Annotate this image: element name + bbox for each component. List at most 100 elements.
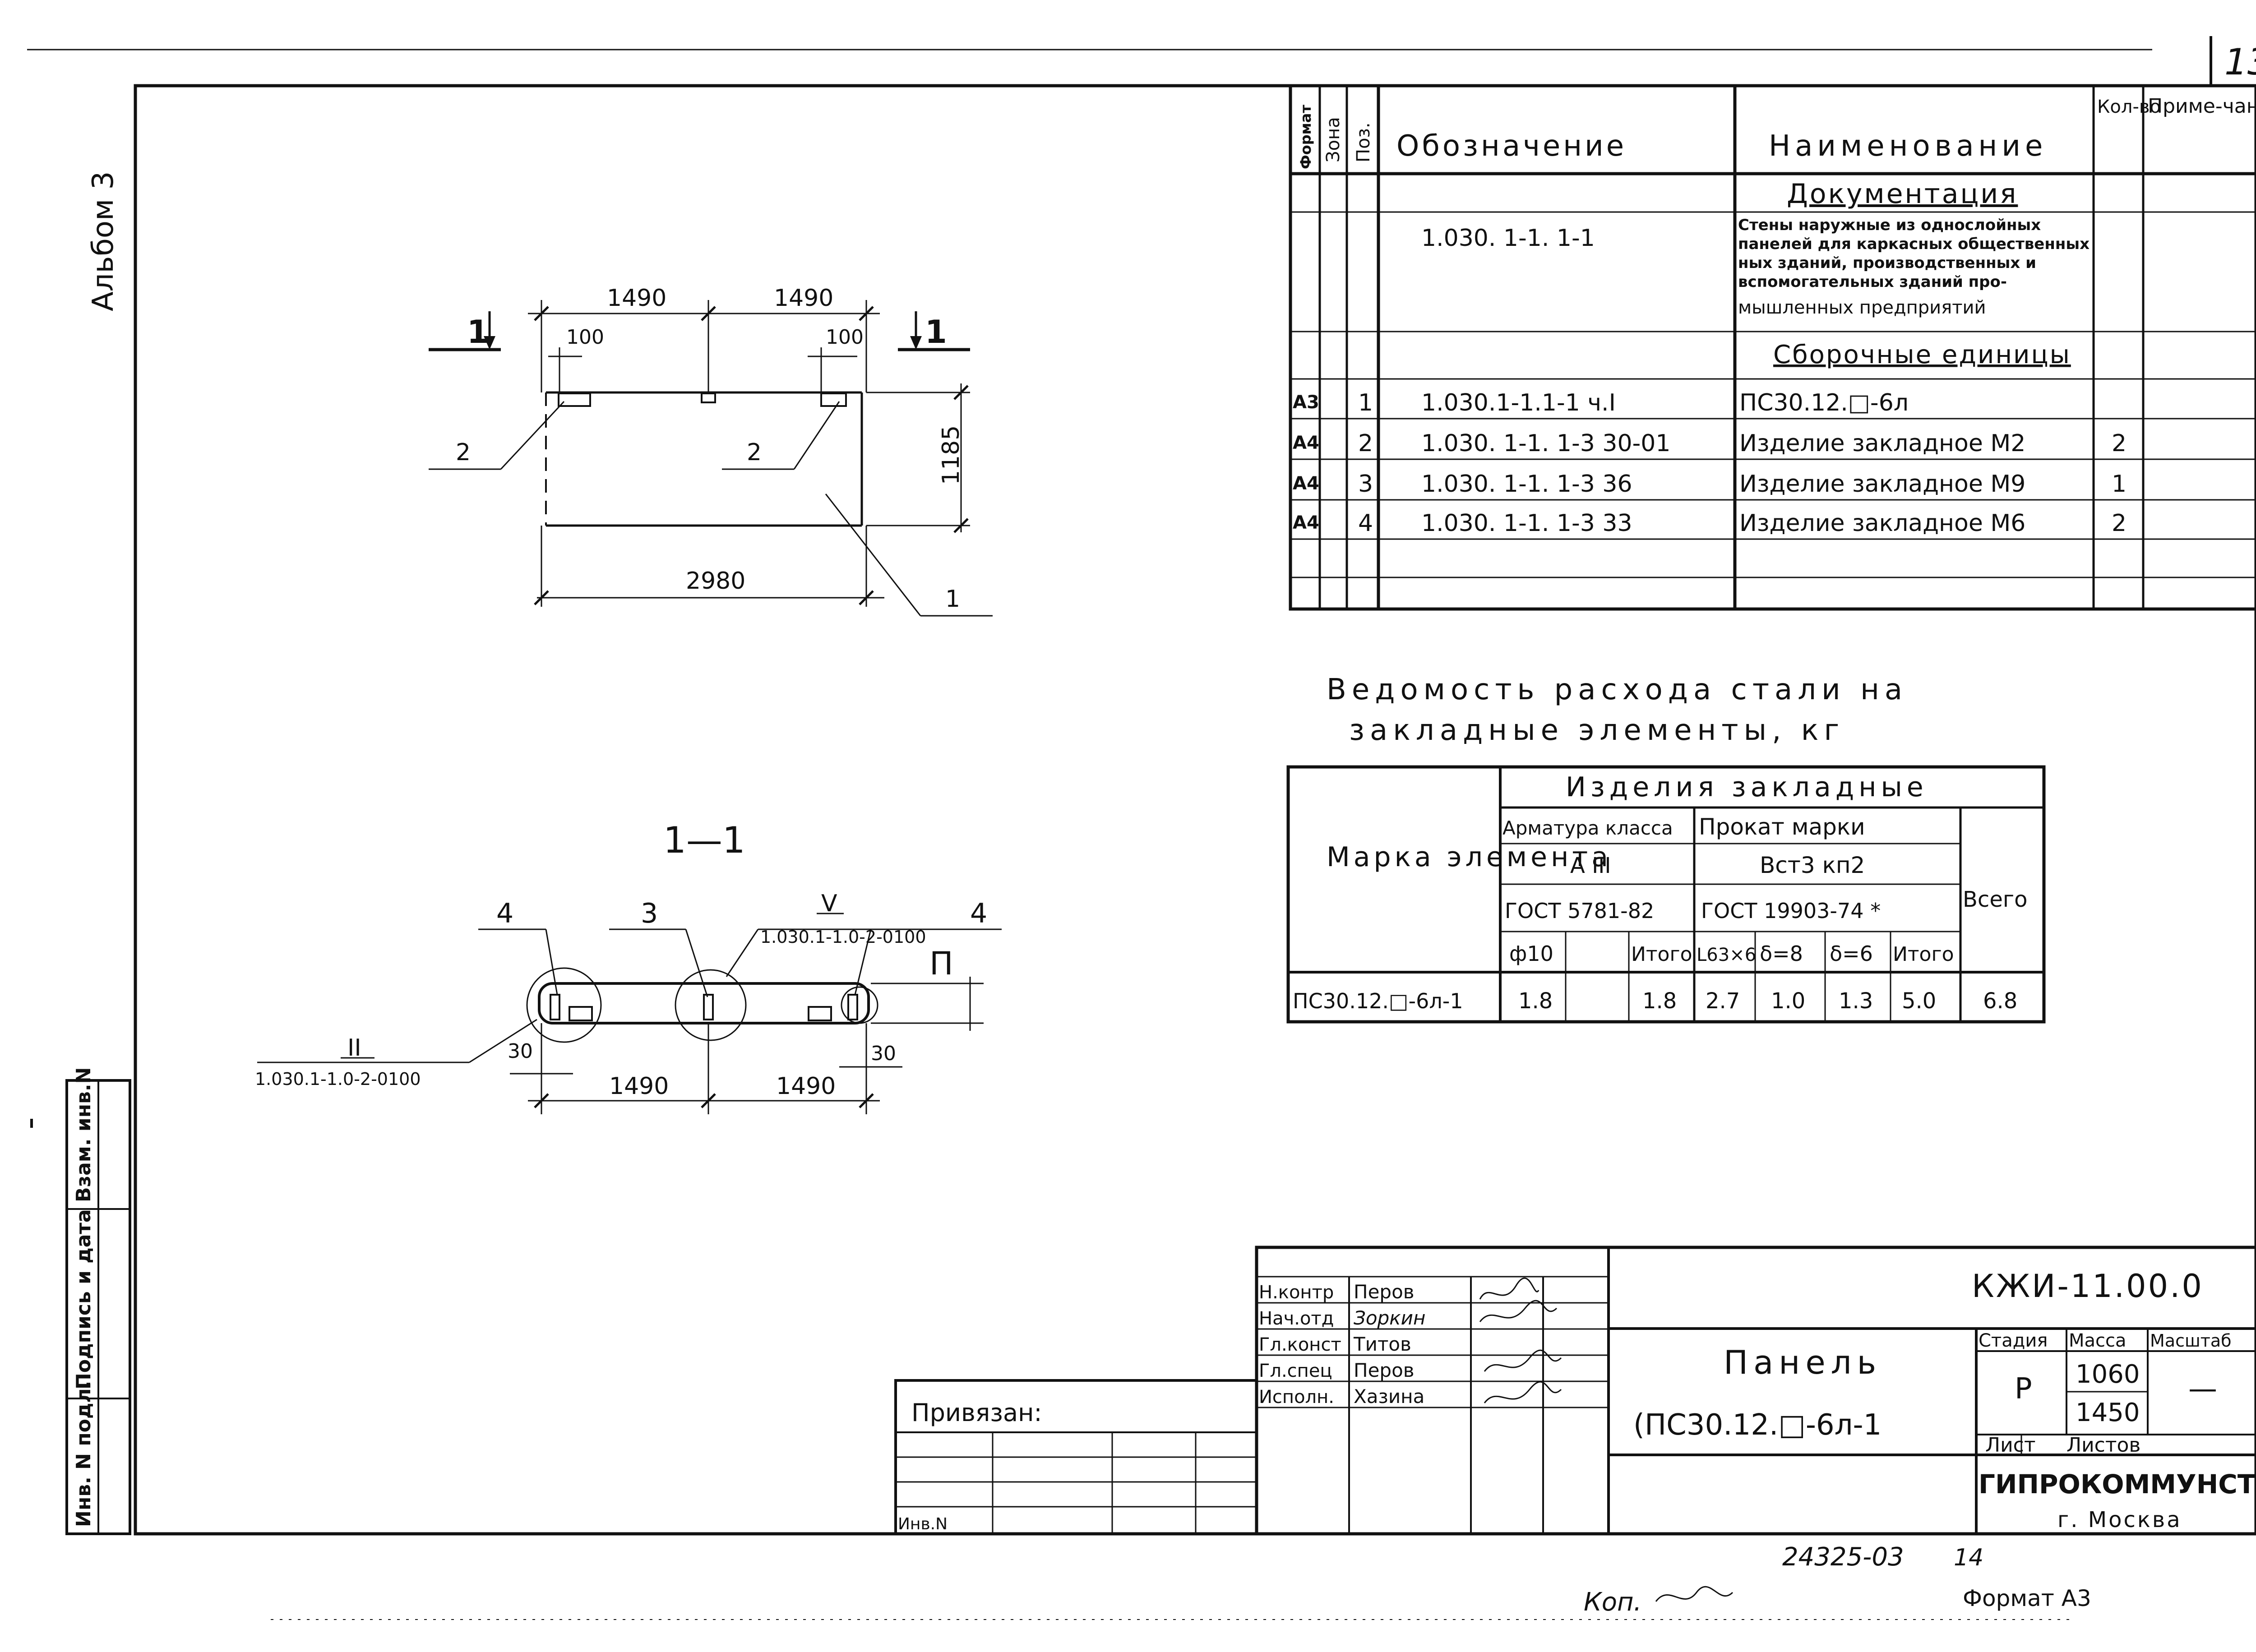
plan-dim-height: 1185 bbox=[938, 425, 965, 485]
title-block: Н.контр Нач.отд Гл.конст Гл.спец Исполн.… bbox=[1255, 1246, 2256, 1536]
steel-h-rolled-gost: ГОСТ 19903-74 * bbox=[1701, 899, 1881, 923]
page-number: 13 bbox=[2224, 41, 2256, 83]
embedded-item-3-plan bbox=[701, 392, 716, 403]
stamp-name: Перов bbox=[1354, 1359, 1415, 1381]
section-callout-3: 3 bbox=[641, 898, 658, 929]
signature-1 bbox=[1479, 1277, 1539, 1300]
spec-doc-name-2: панелей для каркасных общественных bbox=[1738, 235, 2090, 253]
spec-h-note: Приме-чание bbox=[2148, 95, 2256, 118]
steel-row-d6: 1.3 bbox=[1839, 988, 1873, 1014]
plan-dim-right-offset: 100 bbox=[826, 326, 864, 349]
spec-doc-name-1: Стены наружные из однослойных bbox=[1738, 216, 2041, 234]
stamp-mass-1: 1060 bbox=[2076, 1360, 2140, 1389]
stamp-title: Панель bbox=[1724, 1343, 1882, 1381]
node-v-roman: V bbox=[821, 890, 837, 917]
stamp-scale: — bbox=[2188, 1372, 2217, 1406]
stamp-role: Исполн. bbox=[1259, 1387, 1334, 1407]
spec-row: А4 3 1.030. 1-1. 1-3 36 Изделие закладно… bbox=[1293, 471, 2127, 498]
steel-data-row: ПС30.12.□-6л-1 1.8 1.8 2.7 1.0 1.3 5.0 6… bbox=[1293, 988, 2017, 1014]
spec-doc-designation: 1.030. 1-1. 1-1 bbox=[1421, 225, 1595, 252]
steel-h-items: Изделия закладные bbox=[1566, 771, 1928, 803]
footer-sheet-no: 14 bbox=[1954, 1544, 1983, 1571]
node-ii-roman: II bbox=[347, 1034, 361, 1061]
steel-row-itogo2: 5.0 bbox=[1902, 988, 1936, 1014]
spec-row-format: А4 bbox=[1293, 473, 1319, 494]
side-sign-date: Подпись и дата bbox=[72, 1209, 95, 1389]
stamp-role: Гл.конст bbox=[1259, 1334, 1341, 1355]
plan-view: 1490 1490 100 100 1185 2980 1 1 2 bbox=[429, 285, 993, 617]
plan-dim-top-right: 1490 bbox=[774, 285, 833, 312]
orientation-mark: П bbox=[929, 945, 953, 982]
section-callout-4-right: 4 bbox=[970, 898, 987, 929]
section-title: 1—1 bbox=[663, 819, 745, 861]
stamp-mass-label: Масса bbox=[2069, 1330, 2127, 1351]
steel-h-rebar-class: А III bbox=[1570, 853, 1611, 878]
side-inv-orig: Инв. N подл. bbox=[72, 1381, 95, 1527]
section-dim-right: 1490 bbox=[776, 1073, 836, 1100]
embedded-item-2-left bbox=[558, 392, 591, 407]
copier-signature bbox=[1655, 1586, 1734, 1602]
footer-copied: Коп. bbox=[1584, 1587, 1641, 1617]
spec-table: Формат Зона Поз. Обозначение Наименовани… bbox=[1289, 84, 2256, 611]
plan-dim-total: 2980 bbox=[686, 568, 745, 595]
node-v-ref: 1.030.1-1.0-2-0100 bbox=[760, 927, 926, 947]
spec-row-format: А4 bbox=[1293, 433, 1319, 453]
steel-h-rebar-gost: ГОСТ 5781-82 bbox=[1505, 899, 1654, 923]
spec-row-qty: 2 bbox=[2112, 430, 2127, 457]
section-callout-4-left: 4 bbox=[496, 898, 513, 929]
steel-h-total: Всего bbox=[1963, 887, 2027, 912]
spec-doc-name-3: ных зданий, производственных и bbox=[1738, 254, 2036, 272]
stamp-subtitle: (ПС30.12.□-6л-1 bbox=[1633, 1408, 1882, 1442]
section-dim-right-edge: 30 bbox=[871, 1042, 896, 1065]
steel-row-mark: ПС30.12.□-6л-1 bbox=[1293, 989, 1463, 1013]
steel-row-total: 6.8 bbox=[1983, 988, 2017, 1014]
plan-callout-panel: 1 bbox=[945, 586, 960, 613]
spec-row: А3 1 1.030.1-1.1-1 ч.I ПС30.12.□-6л bbox=[1293, 389, 1909, 416]
spec-row-qty: 1 bbox=[2112, 471, 2127, 498]
spec-section-documentation: Документация bbox=[1787, 178, 2018, 210]
steel-row-l63: 2.7 bbox=[1706, 988, 1740, 1014]
spec-row-format: А3 bbox=[1293, 392, 1319, 413]
stamp-role: Нач.отд bbox=[1259, 1308, 1334, 1329]
signature-4 bbox=[1484, 1381, 1562, 1403]
spec-row-format: А4 bbox=[1293, 512, 1319, 533]
binding-inv-label: Инв.N bbox=[898, 1515, 948, 1533]
spec-doc-name-5: мышленных предприятий bbox=[1738, 297, 1986, 318]
steel-row-d8: 1.0 bbox=[1771, 988, 1805, 1014]
spec-row-designation: 1.030. 1-1. 1-3 33 bbox=[1421, 510, 1632, 537]
spec-row-pos: 3 bbox=[1358, 471, 1373, 498]
steel-sub-l63: L63×6 bbox=[1697, 945, 1756, 965]
steel-sub-d6: δ=6 bbox=[1830, 941, 1873, 966]
spec-h-qty: Кол-во bbox=[2097, 97, 2161, 117]
spec-row-name: Изделие закладное М9 bbox=[1739, 471, 2025, 498]
section-mark-left: 1 bbox=[467, 314, 489, 351]
signature-2 bbox=[1479, 1300, 1558, 1322]
node-ii-ref: 1.030.1-1.0-2-0100 bbox=[255, 1069, 421, 1089]
stamp-name: Титов bbox=[1353, 1333, 1411, 1355]
steel-title-1: Ведомость расхода стали на bbox=[1327, 673, 1908, 706]
spec-row-designation: 1.030. 1-1. 1-3 36 bbox=[1421, 471, 1632, 498]
steel-h-mark: Марка элемента bbox=[1327, 841, 1612, 873]
stamp-name: Перов bbox=[1354, 1281, 1415, 1303]
binding-block: Привязан: Инв.N bbox=[894, 1379, 1258, 1535]
steel-h-rebar: Арматура класса bbox=[1502, 817, 1673, 839]
plan-dim-top-left: 1490 bbox=[607, 285, 666, 312]
stamp-name: Зоркин bbox=[1354, 1307, 1425, 1329]
stamp-mass-2: 1450 bbox=[2076, 1398, 2140, 1427]
spec-row: А4 2 1.030. 1-1. 1-3 30-01 Изделие закла… bbox=[1293, 430, 2127, 457]
steel-row-d10: 1.8 bbox=[1518, 988, 1553, 1014]
steel-h-rolled: Прокат марки bbox=[1699, 814, 1865, 840]
spec-section-assembly: Сборочные единицы bbox=[1773, 340, 2071, 369]
stamp-stage: Р bbox=[2015, 1372, 2032, 1406]
album-label: Альбом 3 bbox=[87, 171, 120, 311]
node-ii-circle bbox=[526, 967, 602, 1043]
spec-h-pos: Поз. bbox=[1353, 122, 1374, 162]
spec-row-name: Изделие закладное М2 bbox=[1739, 430, 2025, 457]
footer-format: Формат А3 bbox=[1963, 1585, 2091, 1611]
stamp-org: ГИПРОКОММУНСТРОЙ bbox=[1979, 1468, 2256, 1500]
spec-h-format: Формат bbox=[1297, 105, 1314, 169]
stamp-sheet-label: Лист bbox=[1985, 1434, 2036, 1457]
node-right-circle bbox=[841, 986, 878, 1024]
plan-callout-left: 2 bbox=[456, 439, 471, 466]
